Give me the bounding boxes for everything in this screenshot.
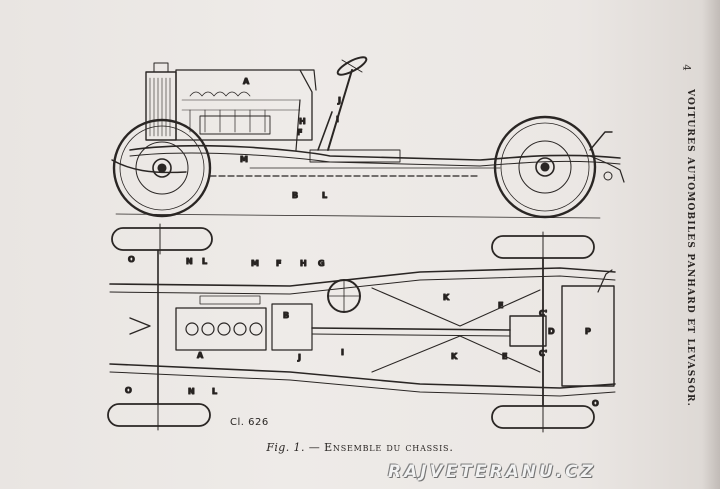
side-label-f: F: [297, 128, 302, 137]
plan-steering-wheel: [327, 279, 361, 313]
side-engine: [175, 69, 313, 141]
plan-front-right-tyre: [107, 399, 211, 431]
plan-label-e2: E: [502, 352, 507, 361]
plan-label-n2: N: [188, 387, 195, 396]
plan-view: O N L M F H G K E C' D P B A J I K E C' …: [107, 223, 616, 433]
caption-dash: —: [308, 441, 321, 454]
side-radiator: [145, 62, 177, 141]
plan-drive-shaft: [311, 315, 547, 347]
side-label-m: M: [240, 155, 248, 164]
side-label-h: H: [299, 117, 306, 126]
plan-label-c1: C': [539, 309, 547, 318]
side-lever: [317, 111, 333, 151]
side-label-l: L: [322, 191, 327, 200]
side-rear-spring: [589, 131, 625, 183]
plan-rear-frame: [561, 285, 615, 387]
plan-label-o2: O: [125, 386, 132, 395]
plan-engine: [129, 295, 267, 351]
plan-gearbox: [271, 303, 313, 351]
site-watermark: RAJVETERANU.CZ: [388, 462, 597, 482]
plan-label-j: J: [297, 353, 301, 362]
side-label-i: I: [336, 115, 339, 124]
plan-frame-rails: [109, 267, 616, 397]
side-label-b: B: [292, 191, 298, 200]
plan-label-p: P: [585, 327, 591, 336]
side-frame: [129, 144, 621, 177]
plan-label-o1: O: [128, 255, 135, 264]
side-steering: [299, 56, 368, 151]
plan-front-left-tyre: [111, 223, 213, 255]
plan-label-n1: N: [186, 257, 193, 266]
plan-label-e1: E: [498, 301, 503, 310]
side-label-a: A: [243, 77, 250, 86]
plan-label-k1: K: [443, 293, 450, 302]
figure-caption: Fig. 1. — Ensemble du chassis.: [0, 441, 720, 454]
plan-label-a: A: [197, 351, 204, 360]
plan-label-l1: L: [202, 257, 207, 266]
plan-label-i: I: [341, 348, 344, 357]
side-rear-wheel: [493, 115, 597, 219]
plan-label-o3: O: [592, 399, 599, 408]
plan-label-h: H: [300, 259, 307, 268]
page-gutter-shadow: [702, 0, 720, 489]
plan-label-m: M: [251, 259, 259, 268]
side-label-j: J: [337, 96, 341, 105]
plan-label-g: G: [318, 259, 325, 268]
caption-title: Ensemble du chassis.: [324, 441, 454, 454]
caption-figure-number: Fig. 1.: [266, 441, 305, 454]
plan-label-l2: L: [212, 387, 217, 396]
plan-label-d: D: [548, 327, 555, 336]
plan-label-c2: C': [539, 349, 547, 358]
plate-number: Cl. 626: [230, 417, 269, 428]
plan-radius-rods: [371, 287, 541, 373]
plan-label-b: B: [283, 311, 289, 320]
page-number: 4: [680, 64, 692, 71]
plan-label-f: F: [276, 259, 281, 268]
side-elevation-view: A H F J I M B L: [111, 56, 625, 219]
running-head: VOITURES AUTOMOBILES PANHARD ET LEVASSOR…: [685, 88, 695, 408]
plan-label-k2: K: [451, 352, 458, 361]
